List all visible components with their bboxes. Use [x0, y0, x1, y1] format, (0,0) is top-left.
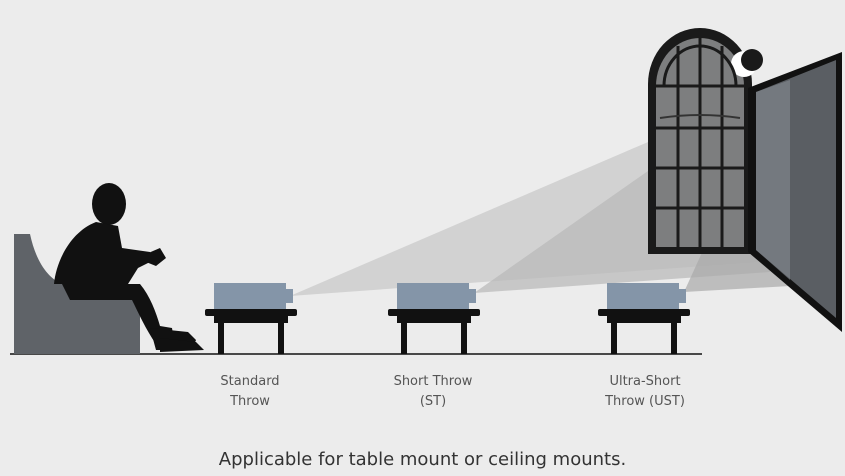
projection-screen	[748, 52, 842, 332]
projector-setup-ultra-short-throw	[598, 283, 690, 354]
table-short-throw	[388, 309, 480, 316]
label-short-throw-line1: Short Throw	[393, 374, 473, 389]
projector-setup-standard	[205, 283, 297, 354]
window	[648, 28, 763, 254]
projector-ultra-short-throw	[607, 283, 679, 310]
table-standard	[205, 309, 297, 316]
label-ultra-short-throw-line1: Ultra-Short	[609, 374, 681, 389]
label-ultra-short-throw-line2: Throw (UST)	[605, 394, 685, 409]
label-short-throw-line2: (ST)	[419, 394, 447, 409]
person-silhouette	[54, 183, 204, 352]
label-standard-throw-line1: Standard	[220, 374, 280, 389]
label-ultra-short-throw: Ultra-Short Throw (UST)	[575, 372, 715, 412]
label-short-throw: Short Throw (ST)	[363, 372, 503, 412]
label-standard-throw: Standard Throw	[180, 372, 320, 412]
projector-setup-short-throw	[388, 283, 480, 354]
caption: Applicable for table mount or ceiling mo…	[218, 449, 627, 470]
projector-short-throw	[397, 283, 469, 310]
label-standard-throw-line2: Throw	[230, 394, 270, 409]
table-ultra-short-throw	[598, 309, 690, 316]
projector-standard	[214, 283, 286, 310]
